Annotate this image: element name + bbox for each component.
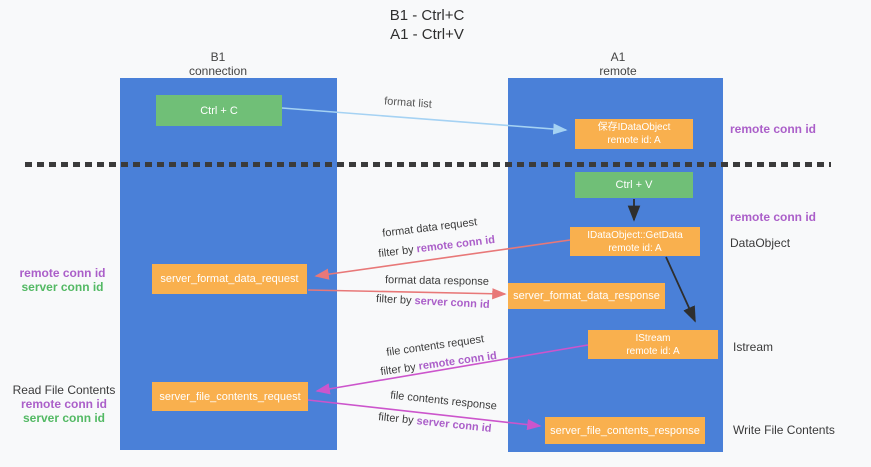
server-file-contents-request-box: server_file_contents_request [152, 382, 308, 411]
ctrl-c-box: Ctrl + C [156, 95, 282, 126]
diagram-title: B1 - Ctrl+C A1 - Ctrl+V [327, 6, 527, 44]
file-contents-response-label: file contents response [389, 389, 498, 413]
idataobject-getdata-box: IDataObject::GetData remote id: A [570, 227, 700, 256]
read-file-contents-block: Read File Contents remote conn id server… [8, 383, 120, 425]
server-file-contents-response-box: server_file_contents_response [545, 417, 705, 444]
istream-line1: IStream [635, 332, 671, 344]
format-list-label: format list [383, 95, 433, 111]
save-idataobject-line1: 保存IDataObject [597, 122, 671, 133]
save-idataobject-box: 保存IDataObject remote id: A [575, 119, 693, 149]
server-conn-id-text: server conn id [414, 295, 490, 311]
save-idataobject-line2: remote id: A [607, 135, 661, 146]
title-line-2: A1 - Ctrl+V [390, 26, 464, 43]
server-format-data-response-box: server_format_data_response [508, 283, 665, 309]
remote-conn-id-label-bottom-left: remote conn id [20, 397, 107, 411]
file-contents-response-filter-label: filter by server conn id [378, 411, 492, 435]
format-data-request-label: format data request [381, 216, 478, 240]
remote-conn-id-label-left: remote conn id [19, 266, 106, 280]
lifeline-a1-name: A1 [610, 50, 626, 64]
server-conn-id-label-bottom-left: server conn id [22, 411, 106, 425]
ctrl-v-box: Ctrl + V [575, 172, 693, 198]
format-data-response-label: format data response [384, 274, 490, 288]
lifeline-a1-subtitle: remote [599, 64, 637, 78]
title-line-1: B1 - Ctrl+C [389, 7, 465, 24]
remote-conn-id-label-mid: remote conn id [730, 210, 817, 224]
ctrl-v-label: Ctrl + V [615, 179, 653, 191]
server-file-contents-response-label: server_file_contents_response [550, 424, 700, 437]
server-format-data-request-box: server_format_data_request [152, 264, 307, 294]
dataobject-label: DataObject [730, 236, 791, 250]
server-format-data-response-label: server_format_data_response [513, 290, 660, 302]
filter-by-text: filter by [377, 243, 418, 261]
remote-conn-id-text: remote conn id [417, 349, 498, 373]
istream-box: IStream remote id: A [588, 330, 718, 359]
format-data-response-filter-label: filter by server conn id [376, 293, 490, 311]
ctrl-c-label: Ctrl + C [200, 104, 238, 117]
idataobject-getdata-line2: remote id: A [608, 242, 662, 254]
idataobject-getdata-line1: IDataObject::GetData [587, 229, 683, 241]
format-data-response-arrow [307, 288, 507, 300]
left-conn-id-labels: remote conn id server conn id [10, 266, 115, 294]
lifeline-header-b1: B1 connection [158, 50, 278, 78]
server-conn-id-text: server conn id [415, 415, 493, 435]
remote-conn-id-text: remote conn id [415, 233, 496, 256]
server-conn-id-label-left: server conn id [21, 280, 104, 294]
lifeline-header-a1: A1 remote [558, 50, 678, 78]
read-file-contents-label: Read File Contents [12, 383, 116, 397]
remote-conn-id-label-top: remote conn id [730, 122, 817, 136]
server-file-contents-request-label: server_file_contents_request [159, 390, 301, 403]
lifeline-b1-name: B1 [210, 50, 226, 64]
istream-side-label: Istream [733, 340, 774, 354]
filter-by-text: filter by [379, 360, 420, 379]
write-file-contents-label: Write File Contents [733, 423, 835, 437]
phase-separator-dashed-line [25, 162, 831, 167]
lifeline-b1-subtitle: connection [188, 64, 248, 78]
istream-line2: remote id: A [626, 345, 680, 357]
filter-by-text: filter by [377, 411, 418, 428]
filter-by-text: filter by [375, 293, 415, 308]
server-format-data-request-label: server_format_data_request [160, 273, 299, 285]
